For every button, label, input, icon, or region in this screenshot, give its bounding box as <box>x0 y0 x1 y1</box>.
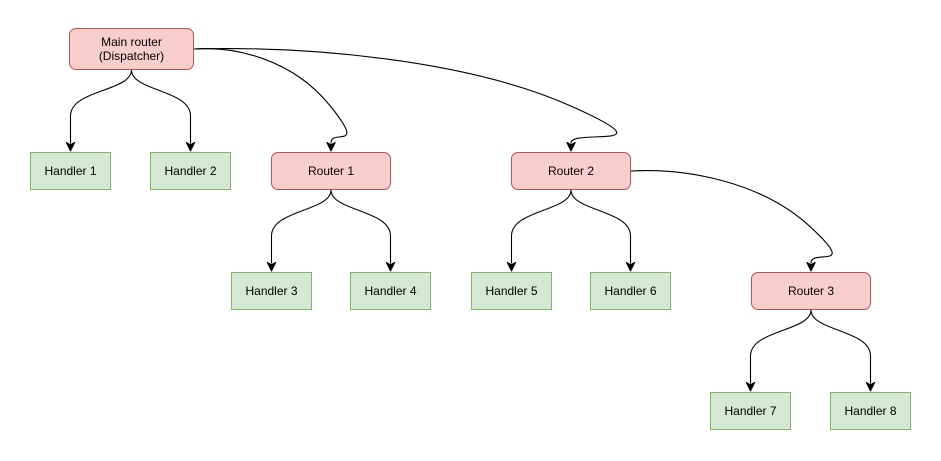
node-label: Router 2 <box>547 164 595 178</box>
edge-router-3-to-handler-7 <box>745 309 812 392</box>
node-label: Main router (Dispatcher) <box>98 35 165 63</box>
node-handler-8[interactable]: Handler 8 <box>830 392 911 430</box>
edge-router-1-to-handler-4 <box>330 189 396 272</box>
node-handler-6[interactable]: Handler 6 <box>590 272 671 310</box>
node-label: Handler 1 <box>44 164 97 178</box>
node-label: Handler 3 <box>245 284 298 298</box>
node-label: Handler 7 <box>724 404 777 418</box>
node-label: Handler 2 <box>164 164 217 178</box>
edge-router-3-to-handler-8 <box>810 309 876 392</box>
node-handler-3[interactable]: Handler 3 <box>231 272 312 310</box>
node-label: Handler 5 <box>485 284 538 298</box>
node-main-router[interactable]: Main router (Dispatcher) <box>69 28 194 70</box>
node-handler-7[interactable]: Handler 7 <box>710 392 791 430</box>
edge-router-2-to-router-3 <box>630 170 833 272</box>
edge-router-2-to-handler-6 <box>570 189 636 272</box>
edge-router-1-to-handler-3 <box>266 189 332 272</box>
node-router-3[interactable]: Router 3 <box>751 272 871 310</box>
node-handler-2[interactable]: Handler 2 <box>150 152 231 190</box>
node-router-1[interactable]: Router 1 <box>271 152 391 190</box>
edge-main-router-to-handler-1 <box>65 69 133 152</box>
edge-main-router-to-router-2 <box>193 48 618 152</box>
edge-main-router-to-handler-2 <box>130 69 196 152</box>
edge-router-2-to-handler-5 <box>506 189 572 272</box>
node-label: Router 3 <box>787 284 835 298</box>
node-label: Router 1 <box>307 164 355 178</box>
node-label: Handler 6 <box>604 284 657 298</box>
edge-main-router-to-router-1 <box>193 48 348 152</box>
node-label: Handler 8 <box>844 404 897 418</box>
node-handler-4[interactable]: Handler 4 <box>350 272 431 310</box>
node-label: Handler 4 <box>364 284 417 298</box>
node-handler-1[interactable]: Handler 1 <box>30 152 111 190</box>
node-handler-5[interactable]: Handler 5 <box>471 272 552 310</box>
node-router-2[interactable]: Router 2 <box>511 152 631 190</box>
